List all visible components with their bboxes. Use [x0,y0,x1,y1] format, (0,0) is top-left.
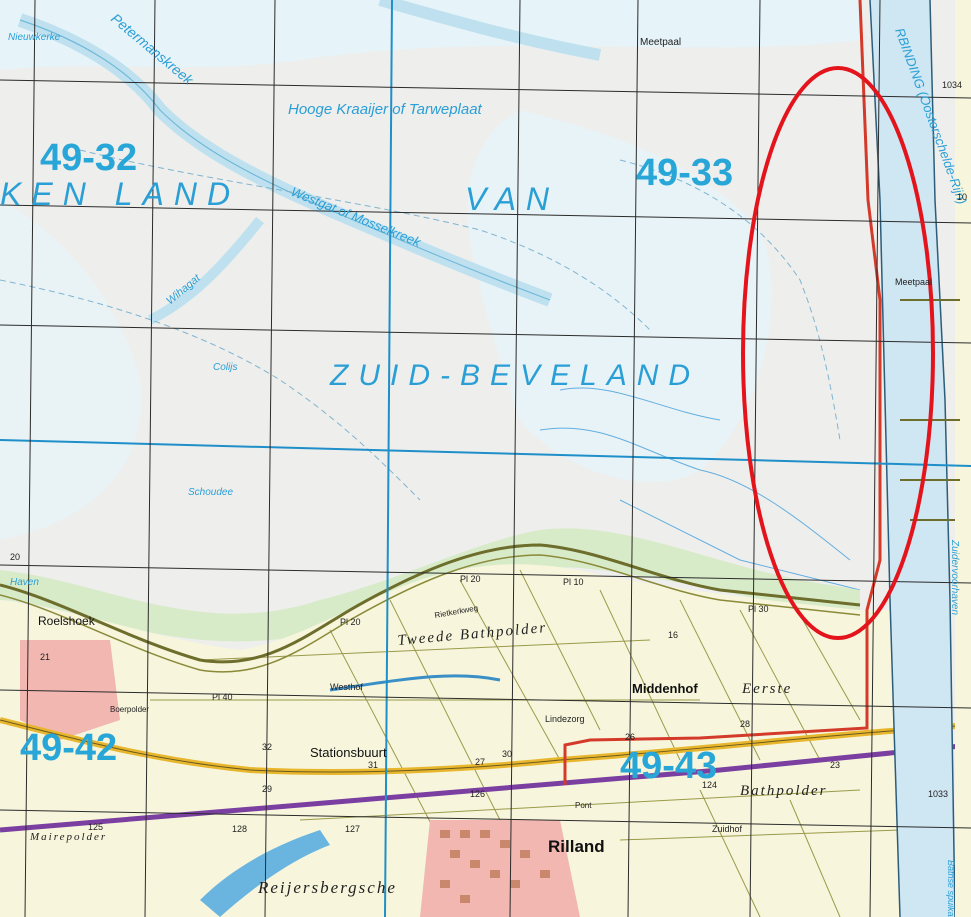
polder-reijersbergsche: Reijersbergsche [257,878,397,897]
svg-text:21: 21 [40,652,50,662]
svg-text:128: 128 [232,824,247,834]
svg-text:29: 29 [262,784,272,794]
polder-bathpolder: Bathpolder [740,783,828,799]
field-parcels [150,569,901,917]
rilland-blocks [440,830,550,903]
svg-text:1034: 1034 [942,80,962,90]
svg-text:Pl 30: Pl 30 [748,604,769,614]
place-roelshoek: Roelshoek [38,614,96,628]
place-meetpaal-east: Meetpaal [895,277,932,287]
water-nieuwkerke: Nieuwkerke [8,32,61,43]
svg-text:Pl 20: Pl 20 [340,617,361,627]
place-boerpolder: Boerpolder [110,705,149,714]
channel-creek-1 [539,427,851,561]
town-rilland [420,820,580,917]
svg-text:28: 28 [740,719,750,729]
canal-water [870,0,955,917]
svg-text:16: 16 [668,630,678,640]
place-lindezorg: Lindezorg [545,714,585,724]
svg-text:20: 20 [10,552,20,562]
region-zuid-beveland: ZUID-BEVELAND [329,359,700,392]
water-bathse-spuikanaal: Bathse spuikanaal [946,860,956,917]
region-van: VAN [465,181,559,217]
svg-text:Pl 20: Pl 20 [460,574,481,584]
channel-creek-3 [559,387,721,421]
sheet-label-49-32: 49-32 [40,137,137,179]
water-haven: Haven [10,577,39,588]
sheet-boundary-vertical [384,0,393,917]
channel-creek-2 [619,499,861,591]
sheet-label-49-43: 49-43 [620,745,717,787]
elevation-and-km-labels: Pl 20 Pl 20 Pl 10 Pl 30 Pl 40 16 21 27 3… [10,80,967,834]
water-zuidervoorhaven: Zuidervoorhaven [949,539,960,615]
mudflat-outline-1 [79,149,651,331]
svg-text:126: 126 [470,789,485,799]
sheet-label-49-33: 49-33 [636,152,733,194]
central-tidal-water [467,110,772,482]
polder-eerste: Eerste [741,681,792,697]
svg-text:Pl 40: Pl 40 [212,692,233,702]
railway [0,742,971,833]
sheet-label-49-42: 49-42 [20,727,117,769]
svg-text:125: 125 [88,822,103,832]
canal-bank-west [869,0,901,917]
region-ken-land: KEN LAND [0,176,240,212]
svg-text:124: 124 [702,780,717,790]
polder-mairepolder: Mairepolder [29,831,107,843]
place-rilland: Rilland [548,837,605,856]
upper-tidal-water [0,0,860,70]
water-colijs: Colijs [213,362,237,373]
svg-text:31: 31 [368,760,378,770]
place-middenhof: Middenhof [632,681,698,696]
place-westhof: Westhof [330,682,363,692]
polder-land [0,564,900,917]
canal-bank-east [929,0,956,917]
sheet-boundary-horizontal [0,439,971,467]
main-road-outline [0,719,971,773]
canal-land-east [955,0,971,917]
svg-text:27: 27 [475,757,485,767]
mudflat-outline-3 [619,159,841,441]
sea-dike-inner [0,554,861,673]
place-meetpaal-north: Meetpaal [640,37,681,48]
place-stationsbuurt: Stationsbuurt [310,745,387,760]
sea-dike [0,543,861,664]
svg-text:1033: 1033 [928,789,948,799]
place-zuidhof: Zuidhof [712,824,743,834]
svg-text:Pl 10: Pl 10 [563,577,584,587]
inner-canal [329,674,501,692]
water-schoudee: Schoudee [188,487,233,498]
place-pont: Pont [575,801,592,810]
water-hooge-kraaijer: Hooge Kraaijer of Tarweplaat [288,101,483,118]
petermanskreek-channel-edge [19,19,551,301]
svg-text:23: 23 [830,760,840,770]
wihagat-channel [147,216,264,325]
red-route [563,0,882,785]
svg-text:30: 30 [502,749,512,759]
town-roelshoek [20,640,120,740]
mudflat-outline-2 [0,279,421,501]
northern-channel [378,0,602,61]
svg-text:127: 127 [345,824,360,834]
west-tidal-water [0,200,142,540]
svg-text:32: 32 [262,742,272,752]
highlight-ellipse [741,66,935,640]
svg-text:10: 10 [957,192,967,202]
svg-text:26: 26 [625,732,635,742]
